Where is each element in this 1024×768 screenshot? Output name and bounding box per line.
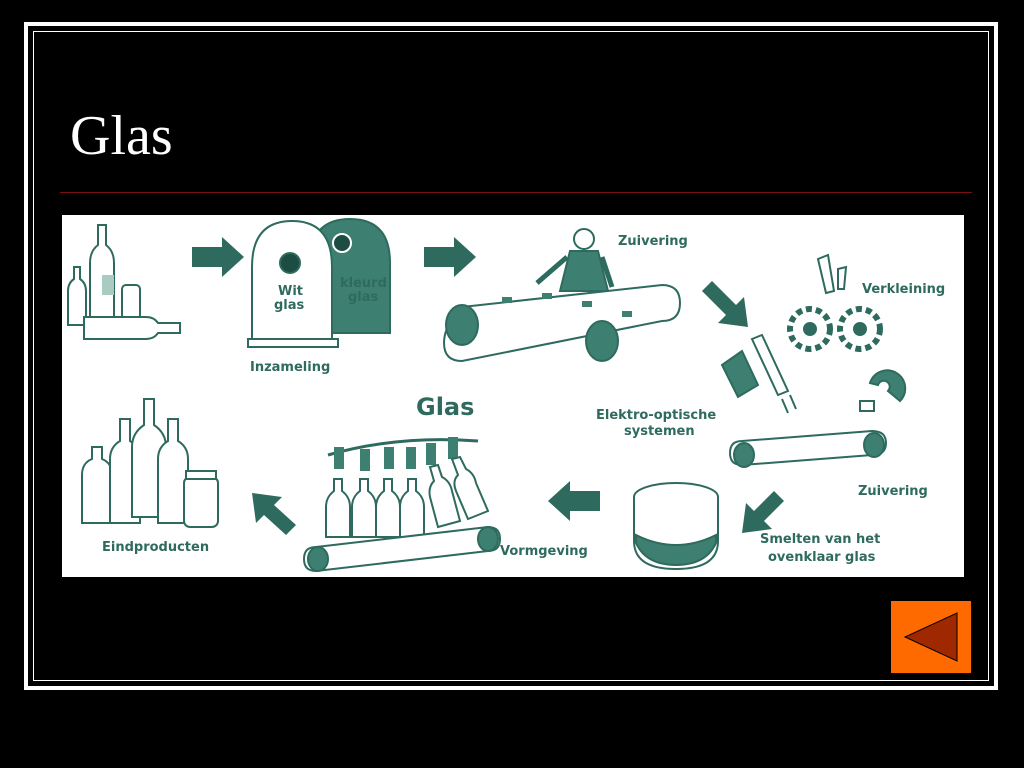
magnet-icon: [859, 369, 907, 412]
previous-slide-button[interactable]: [891, 601, 971, 673]
arrow-down-right-icon: [702, 281, 748, 327]
container-white-label-2: glas: [274, 298, 305, 313]
collected-bottles-icon: [67, 224, 181, 340]
crushing-gears-icon: [787, 253, 883, 352]
glass-recycling-diagram: kleurd glas Wit glas Inzameling Zuiverin…: [62, 215, 964, 577]
collection-containers-icon: [247, 217, 391, 348]
slide-title: Glas: [70, 105, 173, 167]
arrow-left-icon: [548, 481, 600, 521]
container-colored-label-2: glas: [348, 290, 379, 305]
title-divider: [60, 192, 972, 193]
label-elektro-line1: Elektro-optische: [596, 408, 716, 423]
label-elektro-line2: systemen: [624, 424, 695, 439]
label-smelten-line1: Smelten van het: [760, 532, 880, 547]
optical-sorter-icon: [720, 333, 797, 414]
container-colored-label-1: kleurd: [340, 276, 387, 291]
end-products-icon: [81, 398, 219, 528]
cullet-conveyor-icon: [728, 429, 888, 468]
slide-inner-frame: [33, 31, 989, 681]
sorting-worker-icon: [442, 228, 682, 363]
arrow-up-left-icon: [252, 493, 296, 535]
arrow-right-icon: [192, 237, 244, 277]
label-zuivering-top: Zuivering: [618, 234, 688, 249]
label-eindproducten: Eindproducten: [102, 540, 209, 555]
melting-furnace-icon: [633, 482, 719, 571]
arrow-down-left-icon: [742, 491, 784, 533]
label-zuivering-bottom: Zuivering: [858, 484, 928, 499]
label-vormgeving: Vormgeving: [500, 544, 588, 559]
triangle-left-icon: [903, 612, 958, 662]
label-inzameling: Inzameling: [250, 360, 330, 375]
bottle-forming-line-icon: [302, 437, 502, 573]
label-smelten-line2: ovenklaar glas: [768, 550, 876, 565]
arrow-right-icon: [424, 237, 476, 277]
slide-outer-frame: [24, 22, 998, 690]
container-white-label-1: Wit: [278, 284, 303, 299]
diagram-center-title: Glas: [416, 393, 474, 421]
label-verkleining: Verkleining: [862, 282, 945, 297]
